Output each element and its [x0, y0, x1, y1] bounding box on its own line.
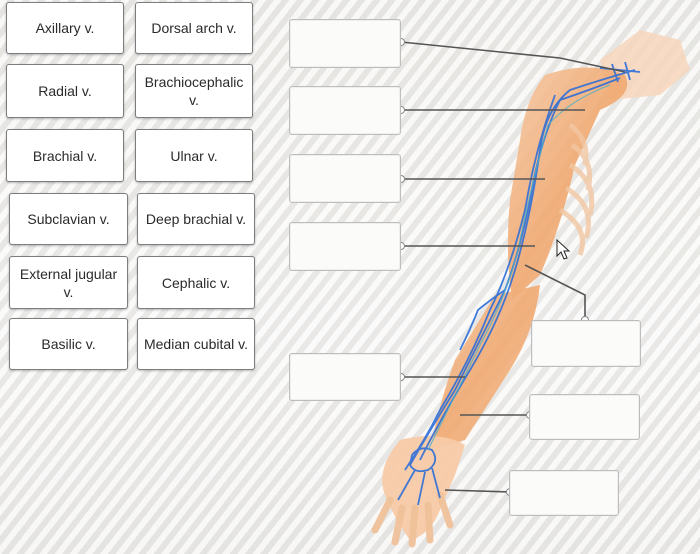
drop-target-7[interactable]	[529, 394, 640, 440]
drop-target-6[interactable]	[531, 320, 641, 367]
drop-target-1[interactable]	[289, 19, 401, 68]
label-chip-dorsal-arch[interactable]: Dorsal arch v.	[135, 2, 253, 54]
label-chip-radial[interactable]: Radial v.	[6, 64, 124, 118]
label-text: Radial v.	[38, 83, 92, 99]
leader-lines	[400, 41, 626, 493]
label-chip-basilic[interactable]: Basilic v.	[9, 318, 128, 370]
label-chip-deep-brachial[interactable]: Deep brachial v.	[137, 193, 255, 245]
drop-target-8[interactable]	[509, 470, 619, 516]
label-chip-median-cubital[interactable]: Median cubital v.	[137, 318, 255, 370]
label-chip-brachiocephalic[interactable]: Brachiocephalic v.	[135, 64, 253, 118]
label-chip-external-jugular[interactable]: External jugular v.	[9, 256, 128, 309]
label-chip-subclavian[interactable]: Subclavian v.	[9, 193, 128, 245]
label-text: Deep brachial v.	[145, 211, 247, 227]
forearm-shape	[430, 285, 540, 450]
label-text: Median cubital v.	[143, 336, 248, 352]
label-text: External jugular v.	[19, 265, 118, 300]
ribs	[558, 123, 595, 256]
label-chip-cephalic[interactable]: Cephalic v.	[137, 256, 255, 309]
label-text: Brachial v.	[32, 147, 98, 164]
label-chip-axillary[interactable]: Axillary v.	[6, 2, 124, 54]
label-text: Ulnar v.	[170, 147, 218, 164]
upper-arm-shape	[507, 67, 628, 300]
drop-target-4[interactable]	[289, 222, 401, 271]
fingers	[371, 491, 454, 548]
label-text: Basilic v.	[41, 336, 96, 352]
label-text: Axillary v.	[35, 20, 95, 36]
label-text: Brachiocephalic v.	[144, 74, 244, 108]
drop-target-5[interactable]	[289, 353, 401, 401]
arrow-cursor-icon	[556, 238, 571, 260]
label-text: Cephalic v.	[161, 274, 231, 291]
label-chip-ulnar[interactable]: Ulnar v.	[135, 129, 253, 182]
label-chip-brachial[interactable]: Brachial v.	[6, 129, 124, 182]
label-text: Dorsal arch v.	[151, 20, 237, 36]
drop-target-3[interactable]	[289, 154, 401, 203]
drop-target-2[interactable]	[289, 86, 401, 135]
label-text: Subclavian v.	[27, 211, 110, 227]
